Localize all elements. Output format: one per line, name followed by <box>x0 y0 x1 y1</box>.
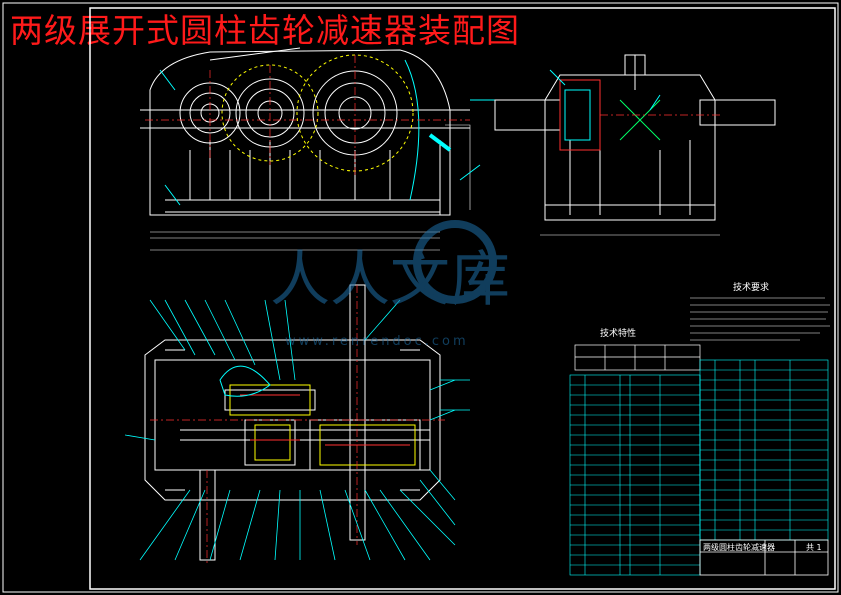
watermark-url: www.renrendoc.com <box>285 334 469 349</box>
title-block: 两级圆柱齿轮减速器 共 1 <box>699 539 829 576</box>
inner-frame <box>89 7 836 590</box>
top-view <box>144 284 441 561</box>
drawing-title: 两级展开式圆柱齿轮减速器装配图 <box>10 11 520 50</box>
title-block-drawing-name: 两级圆柱齿轮减速器 <box>703 542 775 552</box>
title-block-sheet: 共 1 <box>806 543 822 552</box>
side-view-colored <box>549 69 720 151</box>
watermark-logo-ring <box>413 220 497 304</box>
top-view-colored <box>124 285 470 565</box>
parts-list <box>569 359 829 576</box>
side-view <box>494 54 776 236</box>
watermark: 人人文库 www.renrendoc.com <box>270 220 510 349</box>
watermark-brand: 人人文库 <box>270 245 510 315</box>
front-view <box>140 47 471 251</box>
tech-requirements-heading: 技术要求 <box>733 281 769 293</box>
tech-specs-heading: 技术特性 <box>600 327 636 339</box>
tech-requirements-block: 技术要求 <box>690 281 830 341</box>
front-view-colored-lines <box>145 54 495 206</box>
tech-specs-block: 技术特性 <box>574 327 701 371</box>
